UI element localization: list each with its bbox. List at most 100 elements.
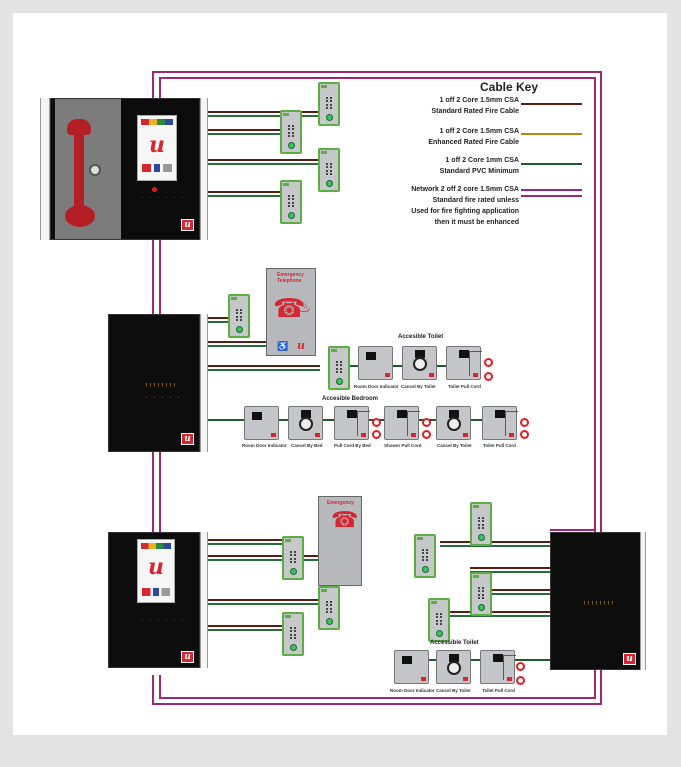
telephone-handset-icon: ☎ <box>331 507 359 532</box>
repeater-panel-4: !!!!!!!! u <box>550 532 642 670</box>
room-door-indicator[interactable] <box>394 650 429 684</box>
outstation[interactable] <box>282 536 304 580</box>
cable-key-entry-3-line-2: Standard PVC Minimum <box>439 168 519 175</box>
status-icons-row <box>141 119 173 125</box>
led-row-lower: · · · · · <box>145 395 182 401</box>
network-link-2 <box>152 452 161 532</box>
cancel-button[interactable] <box>288 406 323 440</box>
cable-key-entry-4-line-3: Used for fire fighting application <box>411 208 519 215</box>
cancel-button[interactable] <box>436 650 471 684</box>
cable-key-entry-2-line-1: 1 off 2 Core 1.5mm CSA <box>439 128 519 135</box>
cable-key-entry-4-line-1: Network 2 off 2 core 1.5mm CSA <box>411 186 519 193</box>
cable-key-entry-1-line-2: Standard Rated Fire Cable <box>431 108 519 115</box>
device-label: Cancel By Toilet <box>436 688 471 693</box>
u-brand-logo: u <box>623 653 636 665</box>
wheelchair-icon: ♿ <box>277 341 289 351</box>
volume-knob-icon[interactable] <box>89 164 101 176</box>
pull-cord-ring-icon[interactable] <box>484 372 493 381</box>
device-label: Room Door Indicator <box>242 443 287 448</box>
status-icons-row <box>141 543 171 549</box>
outstation[interactable] <box>470 502 492 546</box>
led-row: · · · · · · <box>141 617 186 623</box>
device-label: Room Door Indicator <box>390 688 435 693</box>
master-panel-right-trim <box>200 98 208 240</box>
cancel-button[interactable] <box>402 346 437 380</box>
control-screen[interactable]: u <box>137 539 175 603</box>
outstation[interactable] <box>328 346 350 390</box>
outstation[interactable] <box>470 572 492 616</box>
u-brand-logo: u <box>149 132 165 158</box>
cable-key-entry-1-line-1: 1 off 2 Core 1.5mm CSA <box>439 97 519 104</box>
cable-key-entry-4-line-4: then it must be enhanced <box>434 219 519 226</box>
pull-cord[interactable] <box>482 406 518 440</box>
outstation[interactable] <box>414 534 436 578</box>
cables-panel-3 <box>208 539 318 631</box>
u-brand-logo: u <box>181 433 194 445</box>
device-label: Pull Cord By Bed <box>334 443 371 448</box>
emergency-hub: Emergency ☎ <box>318 496 362 586</box>
cable-key-swatches <box>521 103 582 197</box>
u-brand-logo: u <box>148 554 164 580</box>
u-brand-logo: u <box>181 219 194 231</box>
network-ring-inner <box>159 77 596 699</box>
led-row: · · · · · · <box>141 195 186 201</box>
room-door-indicator[interactable] <box>358 346 393 380</box>
pull-cord-ring-icon[interactable] <box>520 430 529 439</box>
pull-cord-ring-icon[interactable] <box>484 358 493 367</box>
hub-title: Emergency <box>327 500 354 506</box>
pull-cord[interactable] <box>480 650 516 684</box>
emergency-telephone-hub: Emergency Telephone ☎ ♨ ♿ u <box>266 268 316 356</box>
outstation[interactable] <box>280 110 302 154</box>
device-label: Toilet Pull Cord <box>482 688 515 693</box>
device-label: Cancel By Toilet <box>401 384 436 389</box>
control-screen[interactable]: u <box>137 115 177 181</box>
pull-cord-ring-icon[interactable] <box>422 418 431 427</box>
telephone-handset-icon[interactable] <box>65 119 103 229</box>
master-panel-with-handset: u · · · · · · u <box>50 98 200 240</box>
pull-cord-ring-icon[interactable] <box>516 662 525 671</box>
network-ring-outer <box>152 71 602 705</box>
pull-cord[interactable] <box>446 346 482 380</box>
room-door-indicator[interactable] <box>244 406 279 440</box>
screen-buttons[interactable] <box>142 588 170 596</box>
network-link-1 <box>152 240 161 314</box>
cancel-button[interactable] <box>436 406 471 440</box>
device-label: Room Door Indicator <box>354 384 399 389</box>
indicator-dot <box>152 187 157 192</box>
master-panel-left-trim <box>40 98 50 240</box>
pull-cord-ring-icon[interactable] <box>372 418 381 427</box>
pull-cord-ring-icon[interactable] <box>372 430 381 439</box>
panel-4-trim <box>640 532 646 670</box>
outstation[interactable] <box>428 598 450 642</box>
led-row: !!!!!!!! <box>583 601 616 607</box>
repeater-panel-2: !!!!!!!! · · · · · u <box>108 314 200 452</box>
outstation[interactable] <box>280 180 302 224</box>
bedroom-title: Accesible Bedroom <box>322 396 379 402</box>
panel-2-trim <box>200 314 208 452</box>
led-row-upper: !!!!!!!! <box>145 383 178 389</box>
pull-cord-ring-icon[interactable] <box>520 418 529 427</box>
fire-icon: ♨ <box>297 299 312 316</box>
telephone-handset-icon: ☎ <box>273 293 306 323</box>
outstation[interactable] <box>228 294 250 338</box>
panel-3-trim <box>200 532 208 668</box>
pull-cord-ring-icon[interactable] <box>516 676 525 685</box>
outstation[interactable] <box>318 586 340 630</box>
cable-key-entry-4-line-2: Standard fire rated unless <box>432 197 519 204</box>
master-panel-3: u · · · · · · u <box>108 532 200 668</box>
device-label: Cancel By Toilet <box>437 443 472 448</box>
cable-key-entry-3-line-1: 1 off 2 Core 1mm CSA <box>445 157 519 164</box>
device-label: Shower Pull Cord <box>384 443 422 448</box>
cable-key-title: Cable Key <box>480 80 539 94</box>
toilet-bottom-title: Accessible Toilet <box>430 640 479 646</box>
pull-cord[interactable] <box>384 406 420 440</box>
pull-cord-ring-icon[interactable] <box>422 430 431 439</box>
outstation[interactable] <box>318 82 340 126</box>
pull-cord[interactable] <box>334 406 370 440</box>
outstation[interactable] <box>318 148 340 192</box>
device-label: Toilet Pull Cord <box>483 443 516 448</box>
outstation[interactable] <box>282 612 304 656</box>
u-brand-logo: u <box>297 339 305 352</box>
toilet-top-title: Accesible Toilet <box>398 334 444 340</box>
screen-buttons[interactable] <box>142 164 172 172</box>
